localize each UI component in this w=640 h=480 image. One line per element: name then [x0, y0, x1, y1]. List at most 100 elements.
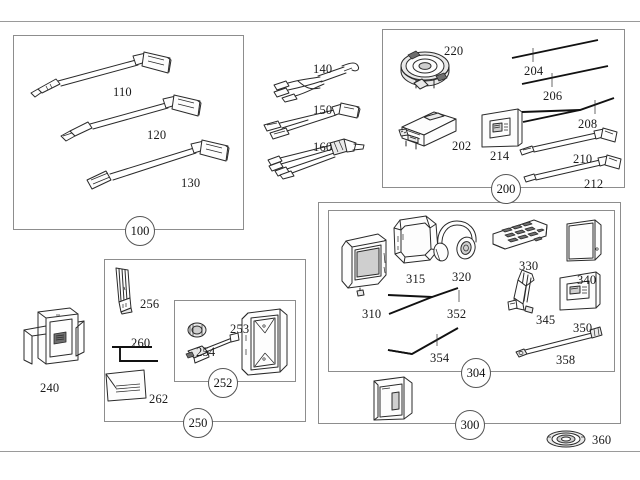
part-320-headphones-art: [432, 218, 480, 266]
callout-352-text: 352: [447, 307, 467, 321]
callout-360-text: 360: [592, 433, 612, 447]
callout-240-text: 240: [40, 381, 60, 395]
part-160-cable-art: [266, 138, 366, 180]
part-204-leader-line: [530, 48, 536, 62]
part-352-lead-art: [386, 286, 464, 318]
part-210-cable-art: [518, 127, 618, 158]
group-label-200-text: 200: [496, 181, 516, 196]
part-354-lead-art: [386, 326, 464, 358]
callout-110-text: 110: [113, 85, 132, 99]
group-label-250-text: 250: [188, 415, 208, 430]
part-260-strip-art: [110, 343, 162, 365]
part-202-control-unit-art: [398, 108, 458, 150]
callout-254-adapter: 254: [196, 345, 215, 360]
callout-354-text: 354: [430, 351, 450, 365]
part-120-cable-art: [58, 94, 203, 150]
callout-262-cover: 262: [149, 392, 168, 407]
callout-320-headphones: 320: [452, 270, 471, 285]
part-262-cover-art: [104, 368, 150, 402]
group-label-252-text: 252: [213, 375, 233, 390]
callout-358-cable: 358: [556, 353, 575, 368]
group-label-304: 304: [461, 358, 491, 388]
part-358-cable-art: [514, 326, 604, 360]
callout-202-text: 202: [452, 139, 472, 153]
callout-202-control-unit: 202: [452, 139, 471, 154]
part-315-frame-art: [392, 214, 440, 264]
part-150-cable-art: [262, 101, 362, 143]
callout-204-antenna-lead: 204: [524, 64, 543, 79]
group-label-100-text: 100: [130, 223, 150, 238]
callout-360-cd-disc: 360: [592, 433, 611, 448]
callout-310-text: 310: [362, 307, 382, 321]
group-label-100: 100: [125, 216, 155, 246]
group-label-300-text: 300: [460, 417, 480, 432]
callout-350-text: 350: [573, 321, 593, 335]
callout-256-text: 256: [140, 297, 160, 311]
callout-160-adapter-cable: 160: [313, 140, 332, 155]
part-220-speaker-art: [398, 47, 454, 93]
callout-256-holder: 256: [140, 297, 159, 312]
callout-310-navigation-unit: 310: [362, 307, 381, 322]
part-345-cable-set-art: [504, 268, 538, 314]
part-204-lead-art: [510, 38, 605, 60]
group-label-250: 250: [183, 408, 213, 438]
callout-110-usb-cable: 110: [113, 85, 132, 100]
callout-330-text: 330: [519, 259, 539, 273]
callout-208-text: 208: [578, 117, 598, 131]
callout-253-text: 253: [230, 322, 250, 336]
callout-120-usb-cable: 120: [147, 128, 166, 143]
part-253-cradle-art: [240, 307, 290, 377]
callout-130-usb-cable: 130: [181, 176, 200, 191]
callout-140-text: 140: [313, 62, 333, 76]
part-140-cable-art: [272, 57, 362, 103]
callout-330-remote-control: 330: [519, 259, 538, 274]
callout-315-frame: 315: [406, 272, 425, 287]
part-110-cable-art: [28, 51, 173, 107]
part-330-remote-control-art: [490, 218, 550, 254]
callout-140-adapter-cable: 140: [313, 62, 332, 77]
callout-358-text: 358: [556, 353, 576, 367]
callout-214-manual: 214: [490, 149, 509, 164]
callout-204-text: 204: [524, 64, 544, 78]
part-354-leader-line: [434, 334, 440, 346]
group-label-200: 200: [491, 174, 521, 204]
top-rule: [0, 21, 640, 22]
group-label-252: 252: [208, 368, 238, 398]
bottom-rule: [0, 451, 640, 452]
callout-130-text: 130: [181, 176, 201, 190]
callout-350-manual: 350: [573, 321, 592, 336]
callout-260-text: 260: [131, 336, 151, 350]
callout-315-text: 315: [406, 272, 426, 286]
callout-262-text: 262: [149, 392, 169, 406]
callout-260-trim-strip: 260: [131, 336, 150, 351]
part-340-manual-art: [563, 218, 605, 264]
callout-345-cable-set: 345: [536, 313, 555, 328]
callout-208-antenna-lead: 208: [578, 117, 597, 132]
group-label-300: 300: [455, 410, 485, 440]
part-130-cable-art: [86, 139, 231, 195]
part-350-manual-art: [556, 270, 604, 314]
callout-206-antenna-lead: 206: [543, 89, 562, 104]
callout-214-text: 214: [490, 149, 510, 163]
part-208-lead-art: [520, 96, 620, 124]
part-254-adapter-art: [184, 321, 242, 365]
part-240-bracket-art: [20, 306, 86, 376]
callout-210-connecting-cable: 210: [573, 152, 592, 167]
callout-160-text: 160: [313, 140, 333, 154]
part-214-manual-art: [478, 107, 526, 151]
callout-240-bracket: 240: [40, 381, 59, 396]
callout-206-text: 206: [543, 89, 563, 103]
part-206-leader-line: [549, 73, 555, 87]
callout-120-text: 120: [147, 128, 167, 142]
callout-210-text: 210: [573, 152, 593, 166]
callout-352-lead: 352: [447, 307, 466, 322]
part-360-disc-art: [546, 429, 586, 449]
callout-345-text: 345: [536, 313, 556, 327]
callout-253-cradle: 253: [230, 322, 249, 337]
callout-320-text: 320: [452, 270, 472, 284]
callout-340-manual: 340: [577, 273, 596, 288]
callout-354-lead: 354: [430, 351, 449, 366]
part-352-leader-line: [456, 290, 462, 302]
part-256-holder-art: [110, 266, 136, 315]
